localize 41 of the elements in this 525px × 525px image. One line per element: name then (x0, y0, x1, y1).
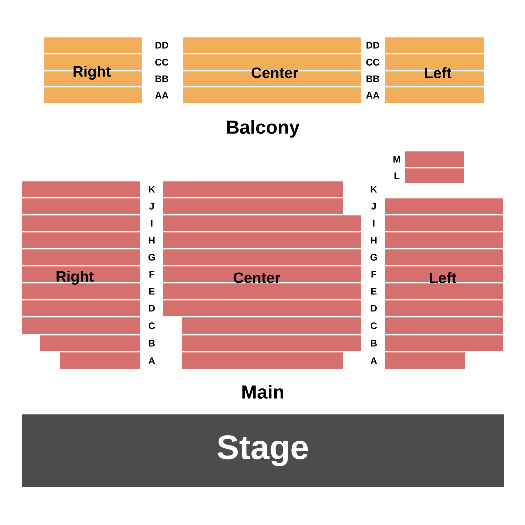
row-label: E (149, 288, 155, 295)
row-label: DD (156, 42, 168, 49)
row-label: F (372, 271, 377, 278)
seating-section (405, 152, 464, 184)
row-label: I (373, 220, 375, 227)
row-label: K (149, 186, 156, 193)
row-label: CC (366, 59, 380, 66)
area-label: Main (242, 385, 284, 399)
stage-block: Stage (22, 414, 504, 488)
row-label: J (372, 203, 376, 210)
row-label: CC (156, 59, 169, 66)
row-label: G (370, 254, 378, 261)
row-label: G (148, 254, 156, 261)
row-label: C (148, 322, 156, 330)
row-label: BB (156, 76, 168, 82)
row-label: I (151, 220, 153, 227)
row-label: D (149, 305, 156, 312)
row-label: DD (366, 42, 380, 49)
row-label: L (394, 172, 400, 180)
row-label: B (371, 340, 377, 347)
row-label: H (149, 237, 155, 244)
row-label: F (150, 271, 155, 278)
row-label: AA (366, 92, 380, 99)
row-label: H (371, 237, 377, 244)
row-label: E (371, 288, 377, 295)
row-label: B (149, 340, 155, 347)
row-label: A (370, 358, 378, 364)
seating-section: Right (22, 182, 140, 370)
row-label: C (370, 322, 378, 330)
node-label: Right (56, 270, 94, 286)
seating-section: Center (163, 182, 361, 370)
row-label: K (371, 186, 378, 193)
row-label: D (371, 305, 378, 312)
area-label: Balcony (227, 120, 300, 138)
row-label: BB (366, 76, 380, 82)
node-label: Center (234, 272, 281, 284)
node-label: Left (430, 272, 457, 284)
row-label: J (150, 203, 154, 210)
row-label: AA (155, 92, 169, 99)
seating-section: Left (385, 198, 503, 370)
row-label: A (148, 358, 156, 364)
